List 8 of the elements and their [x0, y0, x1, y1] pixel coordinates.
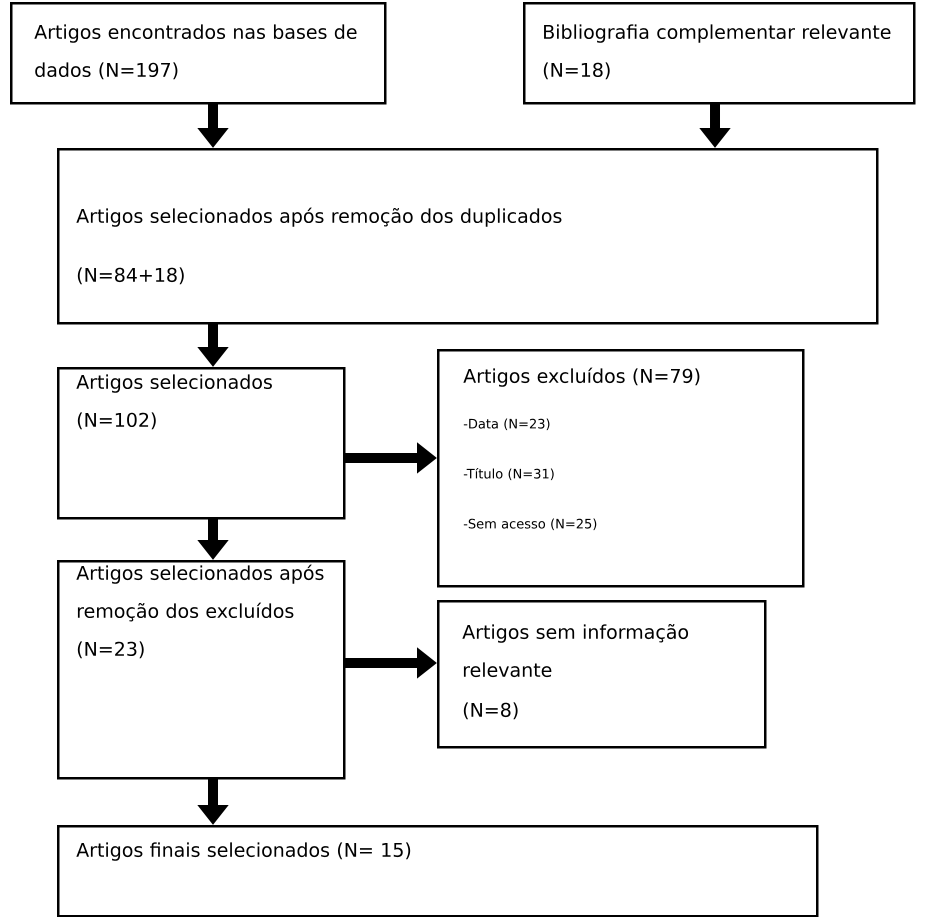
process-box: Bibliografia complementar relevante (N=18)	[523, 2, 916, 104]
process-box: Artigos selecionados (N=102)	[57, 367, 346, 520]
process-box: Artigos selecionados após remoção dos excluídos (N=23)	[57, 560, 346, 780]
process-box: Artigos excluídos (N=79) -Data (N=23) -Título (N=31) -Sem acesso (N=25)	[437, 349, 804, 588]
process-box: Artigos selecionados após remoção dos duplicados (N=84+18)	[57, 148, 878, 324]
process-box: Artigos finais selecionados (N= 15)	[57, 825, 818, 917]
process-box: Artigos sem informação relevante (N=8)	[437, 600, 766, 748]
process-box: Artigos encontrados nas bases de dados (N=197)	[10, 2, 386, 104]
